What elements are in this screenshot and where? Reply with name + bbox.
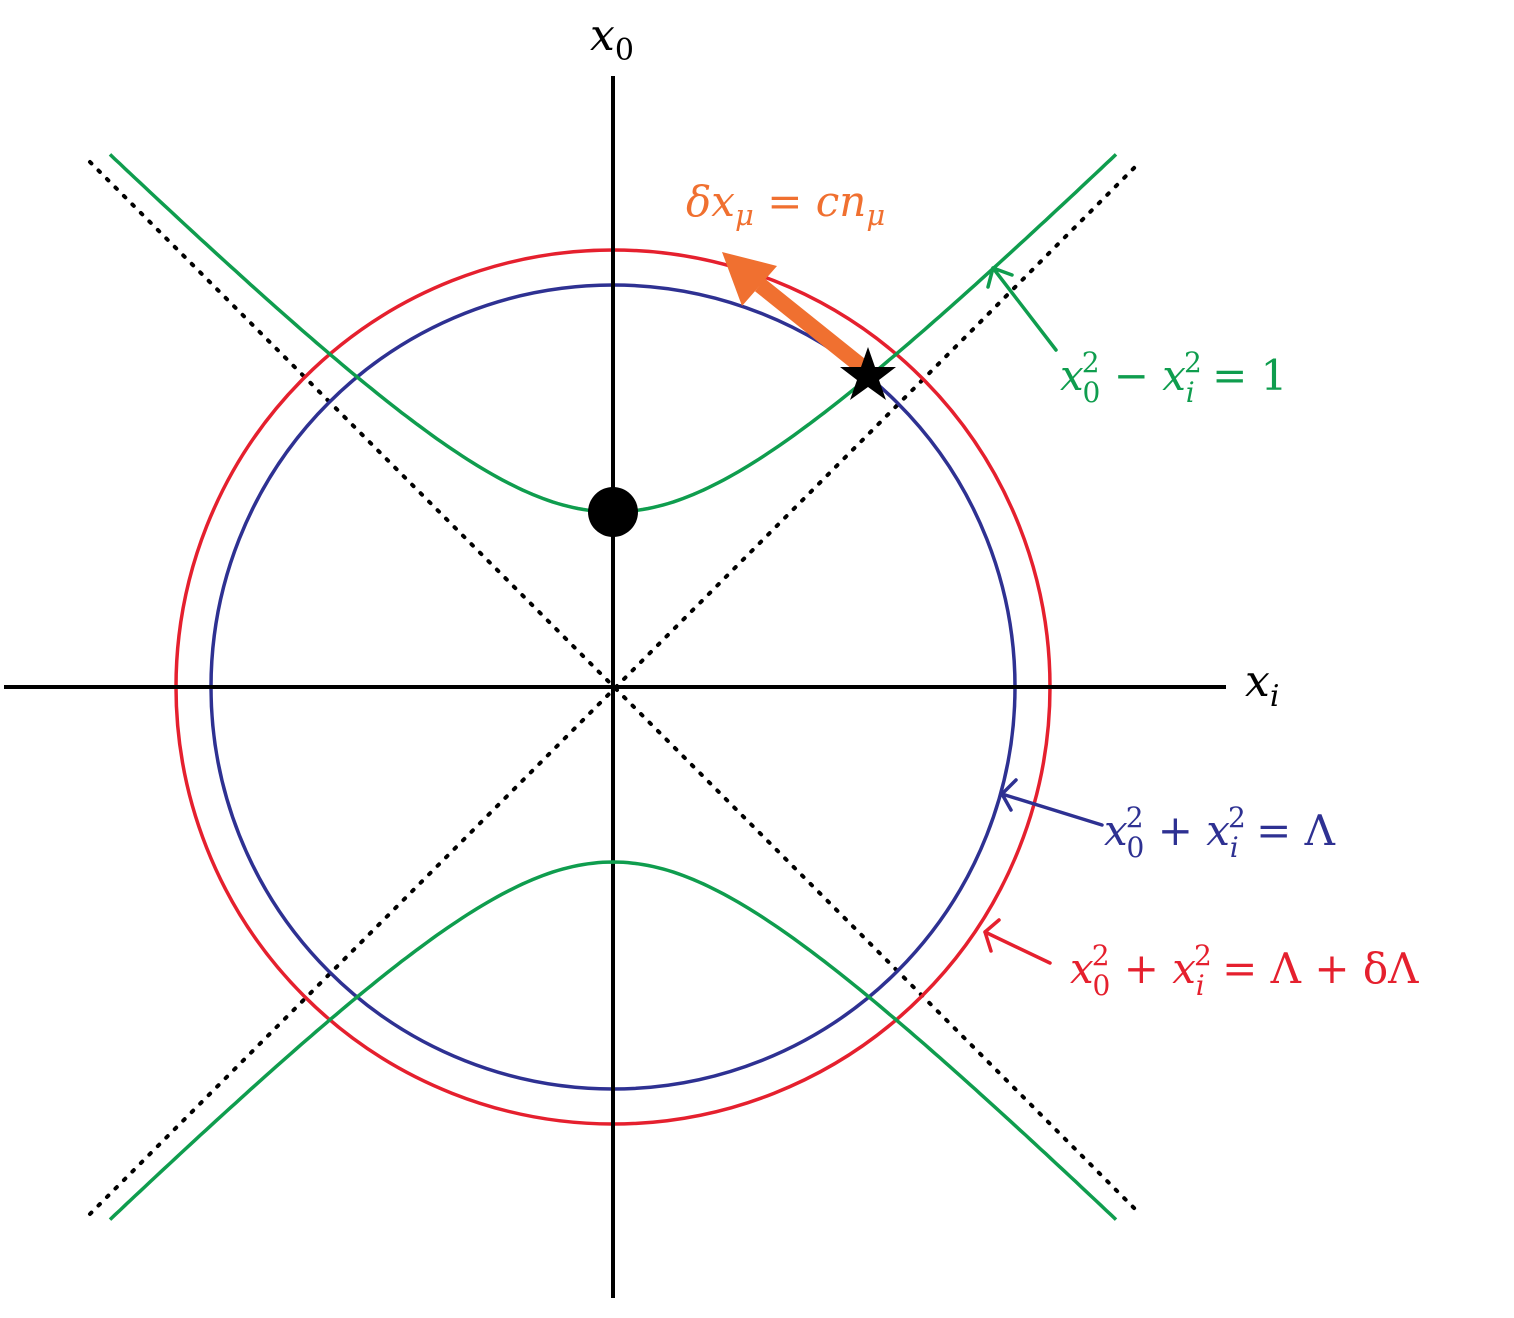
displacement-label: δxμ = cnμ xyxy=(686,177,885,232)
displacement-arrow-shaft xyxy=(754,278,872,377)
inner-circle-pointer xyxy=(1000,778,1104,827)
horizontal-axis-label: xi xyxy=(1245,656,1279,714)
hyperbola-lower-branch xyxy=(108,860,1118,1221)
outer-circle-pointer xyxy=(983,918,1052,965)
star-marker xyxy=(840,347,896,400)
dot-marker xyxy=(588,487,638,537)
displacement-arrow-head xyxy=(722,252,777,306)
vertical-axis-label: x0 xyxy=(590,10,634,68)
hyperbola-pointer xyxy=(986,266,1058,352)
